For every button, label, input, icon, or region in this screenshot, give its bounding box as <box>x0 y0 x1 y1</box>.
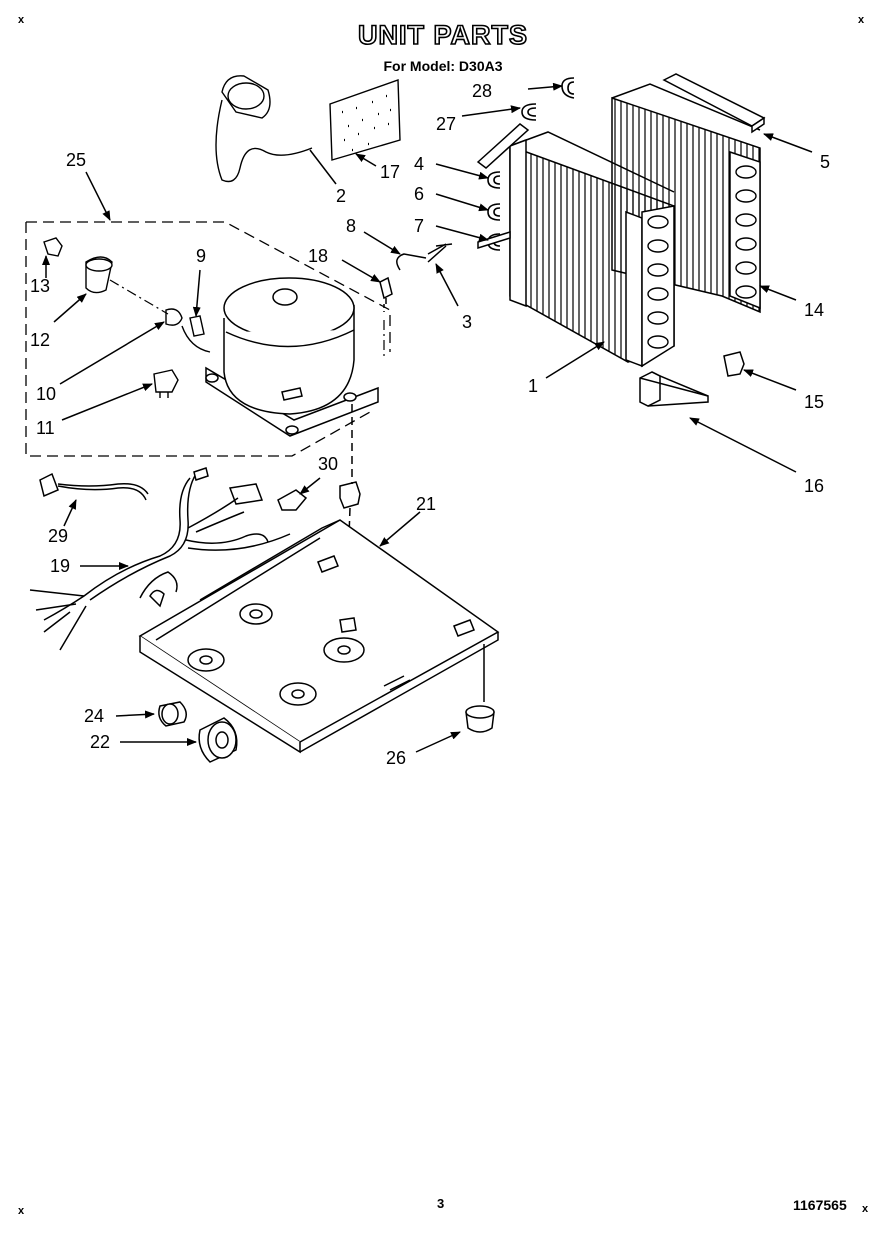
callout-22: 22 <box>90 732 110 752</box>
leader-18 <box>341 259 381 283</box>
callout-16: 16 <box>804 476 824 496</box>
leader-lines <box>42 82 813 753</box>
corner-mark-top-right: x <box>858 14 865 26</box>
corner-mark-top-left: x <box>18 14 25 26</box>
callout-27: 27 <box>436 114 456 134</box>
model-subtitle: For Model: D30A3 <box>383 58 503 74</box>
leader-12 <box>53 293 87 323</box>
page-number: 3 <box>437 1196 445 1211</box>
leader-25 <box>85 171 111 221</box>
document-number: 1167565 <box>793 1197 847 1213</box>
callout-24: 24 <box>84 706 104 726</box>
callout-7: 7 <box>414 216 424 236</box>
compressor <box>205 277 379 437</box>
wheels-and-feet <box>158 701 495 763</box>
foam-strips-and-fitting <box>639 73 766 407</box>
leader-24 <box>115 710 155 719</box>
callout-10: 10 <box>36 384 56 404</box>
leader-21 <box>379 511 421 547</box>
filter-pad-dots <box>342 94 391 152</box>
leader-10 <box>59 321 165 385</box>
callout-26: 26 <box>386 748 406 768</box>
callout-labels: 28 27 4 6 7 5 14 15 16 1 17 2 3 8 18 9 2… <box>30 81 830 768</box>
callout-5: 5 <box>820 152 830 172</box>
callout-29: 29 <box>48 526 68 546</box>
evaporator-tube-bends <box>647 215 669 349</box>
callout-2: 2 <box>336 186 346 206</box>
leader-4 <box>435 163 489 180</box>
callout-15: 15 <box>804 392 824 412</box>
leader-5 <box>763 133 813 153</box>
leader-3 <box>435 263 459 307</box>
leader-30 <box>299 477 321 495</box>
corner-mark-bottom-left: x <box>18 1205 25 1217</box>
leader-29 <box>63 499 77 527</box>
leader-27 <box>461 105 521 117</box>
leader-16 <box>689 417 797 473</box>
wiring-harness <box>29 467 291 651</box>
callout-13: 13 <box>30 276 50 296</box>
leader-2 <box>309 149 337 185</box>
compressor-assembly-group <box>25 221 391 457</box>
leader-7 <box>435 225 489 242</box>
leader-1 <box>545 341 605 379</box>
callout-17: 17 <box>380 162 400 182</box>
leader-8 <box>363 231 401 255</box>
evaporator-coil <box>476 123 675 368</box>
callout-21: 21 <box>416 494 436 514</box>
leader-26 <box>415 731 461 753</box>
compressor-small-parts <box>43 237 211 398</box>
condenser-tube-bends <box>735 165 757 299</box>
callout-4: 4 <box>414 154 424 174</box>
callout-28: 28 <box>472 81 492 101</box>
callout-8: 8 <box>346 216 356 236</box>
leader-9 <box>192 269 201 317</box>
alignment-lines <box>109 279 385 356</box>
capillary-and-screw <box>379 243 453 312</box>
callout-14: 14 <box>804 300 824 320</box>
callout-3: 3 <box>462 312 472 332</box>
callout-6: 6 <box>414 184 424 204</box>
base-pan <box>138 519 500 754</box>
callout-25: 25 <box>66 150 86 170</box>
leader-28 <box>527 82 563 91</box>
callout-18: 18 <box>308 246 328 266</box>
leader-6 <box>435 193 489 212</box>
leader-17 <box>355 153 377 167</box>
callout-9: 9 <box>196 246 206 266</box>
leader-14 <box>759 285 797 301</box>
leader-15 <box>743 369 797 391</box>
leader-11 <box>61 383 153 421</box>
callout-12: 12 <box>30 330 50 350</box>
callout-11: 11 <box>36 418 55 438</box>
callout-19: 19 <box>50 556 70 576</box>
callout-30: 30 <box>318 454 338 474</box>
drain-hose-and-filter <box>215 75 401 183</box>
callout-1: 1 <box>528 376 538 396</box>
corner-mark-bottom-right: x <box>862 1203 869 1215</box>
page-title: UNIT PARTS <box>357 19 528 51</box>
